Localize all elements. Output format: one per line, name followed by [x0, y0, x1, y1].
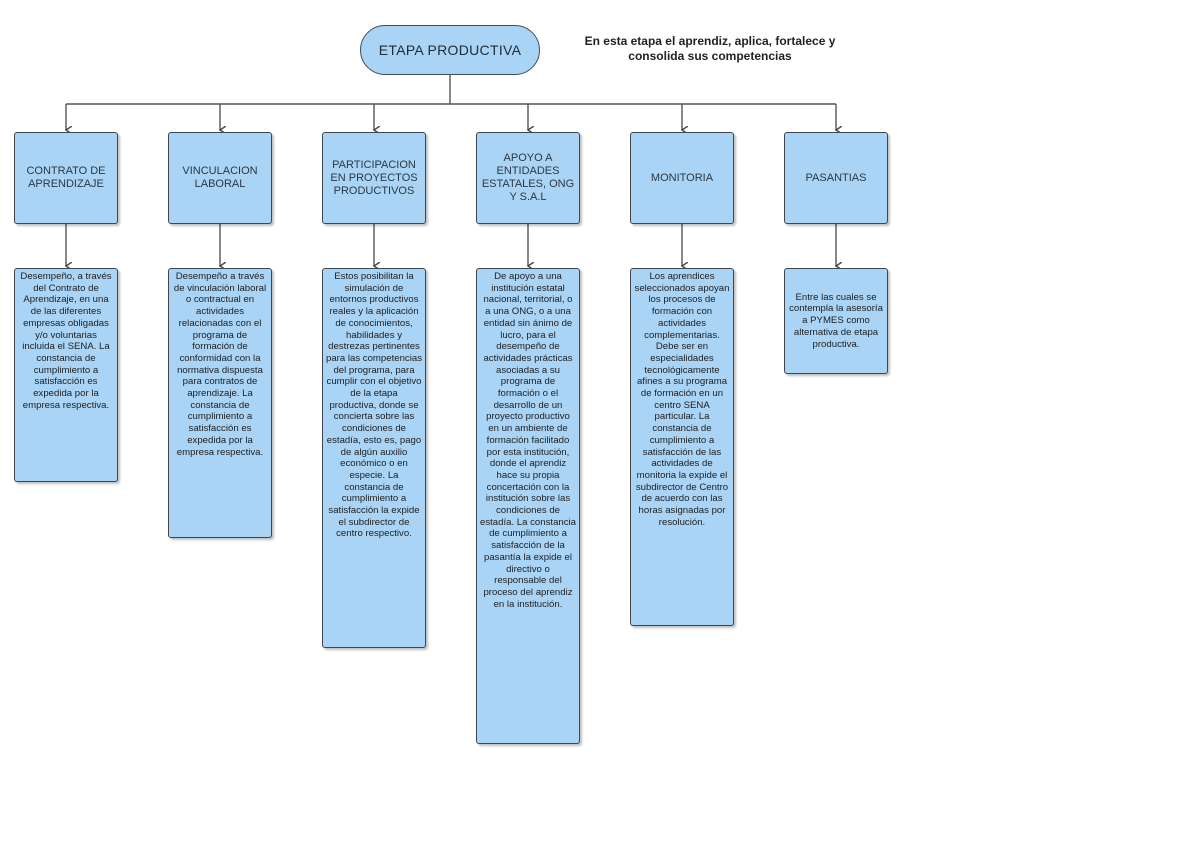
branch-title-text: VINCULACION LABORAL: [182, 165, 258, 190]
branch-title-text: APOYO A ENTIDADES ESTATALES, ONG Y S.A.L: [481, 152, 575, 203]
branch-detail-contrato: Desempeño, a través del Contrato de Apre…: [14, 268, 118, 482]
branch-detail-text: Desempeño a través de vinculación labora…: [173, 271, 267, 458]
root-label: ETAPA PRODUCTIVA: [378, 42, 522, 58]
branch-title-monitoria: MONITORIA: [630, 132, 734, 224]
branch-title-apoyo: APOYO A ENTIDADES ESTATALES, ONG Y S.A.L: [476, 132, 580, 224]
branch-detail-text: Los aprendices seleccionados apoyan los …: [634, 271, 730, 528]
branch-title-text: PARTICIPACION EN PROYECTOS PRODUCTIVOS: [330, 158, 418, 197]
branch-detail-text: De apoyo a una institución estatal nacio…: [480, 271, 577, 610]
branch-detail-vinculacion: Desempeño a través de vinculación labora…: [168, 268, 272, 538]
branch-detail-monitoria: Los aprendices seleccionados apoyan los …: [630, 268, 734, 626]
branch-detail-text: Estos posibilitan la simulación de entor…: [326, 271, 422, 540]
branch-detail-text: Entre las cuales se contempla la asesorí…: [789, 291, 883, 350]
root-node: ETAPA PRODUCTIVA: [360, 25, 540, 75]
stage-caption: En esta etapa el aprendiz, aplica, forta…: [584, 34, 836, 63]
branch-detail-apoyo: De apoyo a una institución estatal nacio…: [476, 268, 580, 744]
branch-title-contrato: CONTRATO DE APRENDIZAJE: [14, 132, 118, 224]
branch-title-vinculacion: VINCULACION LABORAL: [168, 132, 272, 224]
branch-detail-proyectos: Estos posibilitan la simulación de entor…: [322, 268, 426, 648]
branch-title-proyectos: PARTICIPACION EN PROYECTOS PRODUCTIVOS: [322, 132, 426, 224]
branch-detail-text: Desempeño, a través del Contrato de Apre…: [20, 271, 112, 411]
branch-title-text: CONTRATO DE APRENDIZAJE: [26, 165, 106, 190]
branch-title-pasantias: PASANTIAS: [784, 132, 888, 224]
branch-title-text: PASANTIAS: [805, 171, 867, 184]
branch-detail-pasantias: Entre las cuales se contempla la asesorí…: [784, 268, 888, 374]
branch-title-text: MONITORIA: [650, 171, 714, 184]
